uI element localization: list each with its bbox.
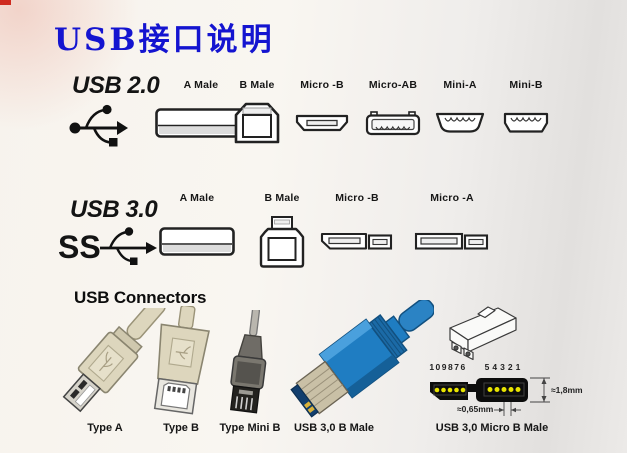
type-mini-b-connector-photo [229,310,267,414]
dimension-height [530,377,550,403]
usb30-a-male-label: A Male [179,192,215,204]
usb30-b-male-photo-label: USB 3,0 B Male [293,422,375,434]
usb20-b-male: B Male [229,80,285,146]
pin-contacts [434,387,521,393]
type-b-connector-photo [153,306,210,415]
usb30-micro-a: Micro -A [409,193,495,271]
pin-numbers-right: 54321 [485,362,524,372]
usb20-mini-b-label: Mini-B [509,79,543,91]
dim-pitch-label: ≈0,65mm [457,404,494,414]
usb30-ss-trident-icon: SS [58,227,157,265]
usb20-micro-ab: Micro-AB [361,80,425,146]
pin-numbers-left: 109876 [429,362,466,372]
usb30-micro-b-diagram [320,232,393,250]
dim-height-label: ≈1,8mm [551,385,583,395]
usb30-b-male-diagram [259,215,305,268]
usb30-a-male-diagram [159,227,235,256]
gallery-heading: USB Connectors [74,288,207,307]
usb20-micro-b-diagram [295,114,349,131]
usb20-a-male: A Male [151,80,251,146]
usb20-a-male-label: A Male [183,79,219,91]
usb30-micro-b-male-diagram: 109876 54321 ≈1,8mm ≈0,65mm [429,306,583,416]
dimension-pitch [494,402,521,416]
usb30-micro-b: Micro -B [315,193,399,271]
type-mini-b-label: Type Mini B [219,422,281,434]
red-corner-mark [0,0,11,5]
usb30-a-male: A Male [154,193,240,271]
usb20-a-male-diagram [155,107,247,138]
page-title: USB接口说明 [54,22,275,58]
usb30-b-male: B Male [253,193,311,271]
type-a-connector-photo [62,308,166,413]
usb20-mini-a-diagram [435,112,485,133]
usb30-micro-b-male-photo-label: USB 3,0 Micro B Male [435,422,549,434]
usb30-micro-b-label: Micro -B [335,192,379,204]
usb20-micro-ab-label: Micro-AB [368,79,418,91]
usb30-micro-a-label: Micro -A [430,192,474,204]
type-b-label: Type B [163,422,199,434]
usb20-mini-a: Mini-A [430,80,490,146]
usb20-micro-ab-diagram [365,110,421,135]
usb20-b-male-diagram [234,102,280,143]
usb20-micro-b-label: Micro -B [300,79,344,91]
micro-b-3d-sketch [449,306,517,361]
type-a-label: Type A [87,422,123,434]
usb20-mini-b-diagram [503,112,549,133]
usb30-b-male-label: B Male [264,192,300,204]
usb30-micro-a-diagram [414,232,489,250]
usb20-mini-b: Mini-B [497,80,555,146]
svg-text:SS: SS [58,229,101,265]
usb-trident-icon [69,104,128,147]
usb20-mini-a-label: Mini-A [443,79,477,91]
usb30-heading: USB 3.0 [70,196,158,223]
usb30-b-male-connector-photo [290,300,434,418]
usb20-heading: USB 2.0 [72,72,160,99]
usb20-b-male-label: B Male [239,79,275,91]
usb20-micro-b: Micro -B [290,80,354,146]
